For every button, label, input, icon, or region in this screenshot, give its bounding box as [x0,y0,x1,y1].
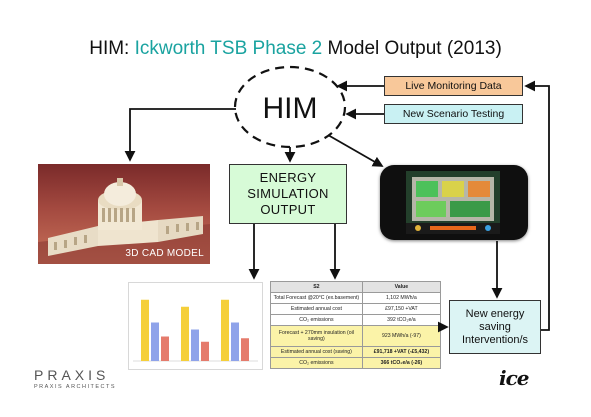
him-ellipse [233,65,347,149]
energy-line-1: ENERGY [259,170,317,185]
chart-bar [141,299,149,361]
title-suffix: Model Output (2013) [322,38,502,59]
results-table: S2 Value Total Forecast @20°C (ex.baseme… [270,281,442,370]
phone-mockup [380,165,528,240]
arrow-him-to-phone [327,134,384,167]
chart-bar [231,322,239,361]
phone-screen [406,171,500,234]
table-row: CO₂ emissions 392 tCO₂e/a [270,314,442,327]
intervention-line-3: Intervention/s [461,333,529,346]
slide-title: HIM: Ickworth TSB Phase 2 Model Output (… [0,38,591,60]
live-monitoring-box: Live Monitoring Data [384,76,523,96]
cad-model-label: 3D CAD MODEL [125,248,204,259]
energy-line-3: OUTPUT [260,202,316,217]
floorplan-thumbnail [406,171,500,234]
chart-bar [241,338,249,361]
row-value: £91,718 +VAT (-£5,432) [361,345,442,358]
intervention-line-1: New energy [465,307,525,320]
row-label: Forecast + 270mm insulation (oil saving) [270,325,363,347]
chart-bar [151,322,159,361]
table-row: CO₂ emissions 366 tCO₂e/a (-26) [270,356,442,370]
chart-bar [161,336,169,361]
chart-bar [201,341,209,361]
him-label: HIM [262,92,318,125]
row-label: CO₂ emissions [270,356,363,370]
row-value: 366 tCO₂e/a (-26) [361,356,442,370]
arrow-intervention-to-live [524,80,550,331]
praxis-logo-text: PRAXIS [34,367,110,383]
title-prefix: HIM: [89,38,135,59]
praxis-logo-subtext: PRAXIS ARCHITECTS [34,384,117,390]
title-accent: Ickworth TSB Phase 2 [134,38,323,59]
new-scenario-box: New Scenario Testing [384,104,523,124]
bar-chart [133,299,258,362]
intervention-box: New energy saving Intervention/s [449,300,541,354]
chart-bar [191,329,199,361]
chart-bar [181,306,189,361]
row-value: 923 MWh/a (-97) [361,325,442,347]
intervention-line-2: saving [479,320,511,333]
arrow-him-to-cad [124,108,236,162]
praxis-logo: PRAXIS PRAXIS ARCHITECTS [34,367,116,390]
row-value: 392 tCO₂e/a [361,314,442,327]
chart-bar [221,299,229,361]
row-label: CO₂ emissions [270,314,363,327]
ice-logo: ice [499,366,529,390]
energy-simulation-box: ENERGY SIMULATION OUTPUT [229,164,347,224]
cad-model-image: 3D CAD MODEL [38,164,210,264]
table-row: Estimated annual cost (saving) £91,718 +… [270,345,442,358]
energy-line-2: SIMULATION [247,186,329,201]
cad-building-illustration [38,178,210,264]
table-row: Forecast + 270mm insulation (oil saving)… [270,325,442,347]
bar-chart-thumbnail [128,282,263,370]
